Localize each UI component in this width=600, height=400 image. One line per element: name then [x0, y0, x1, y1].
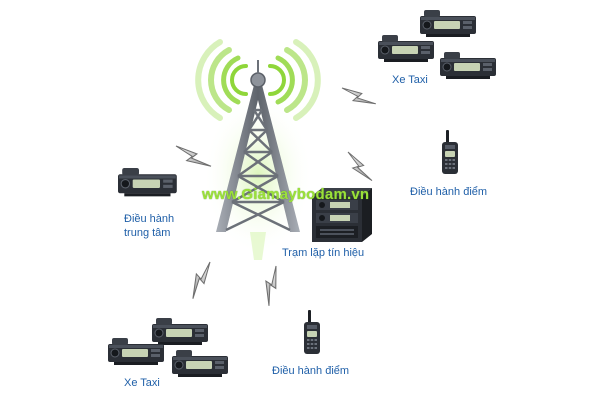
handheld-radio-icon-right	[442, 130, 458, 174]
label-central-line1: Điều hành	[124, 213, 175, 225]
label-central-line2: trung tâm	[124, 227, 171, 239]
radio-tower-icon	[216, 60, 300, 260]
handheld-radio-icon-bottom	[304, 310, 320, 354]
label-taxi-bottom: Xe Taxi	[124, 377, 160, 389]
mobile-radio-icon-group-taxi-bottom	[107, 317, 229, 378]
signal-waves-icon	[195, 39, 321, 121]
watermark-text: www.Giamaybodam.vn	[202, 186, 370, 203]
label-dispatch-bottom: Điều hành điểm	[272, 365, 350, 377]
label-repeater: Trạm lặp tín hiệu	[282, 247, 365, 259]
mobile-radio-icon-group-taxi-top	[377, 9, 497, 80]
repeater-station-icon	[312, 188, 372, 242]
mobile-radio-icon-central	[117, 167, 178, 197]
label-dispatch-right: Điều hành điểm	[410, 186, 488, 198]
label-taxi-top: Xe Taxi	[392, 74, 428, 86]
